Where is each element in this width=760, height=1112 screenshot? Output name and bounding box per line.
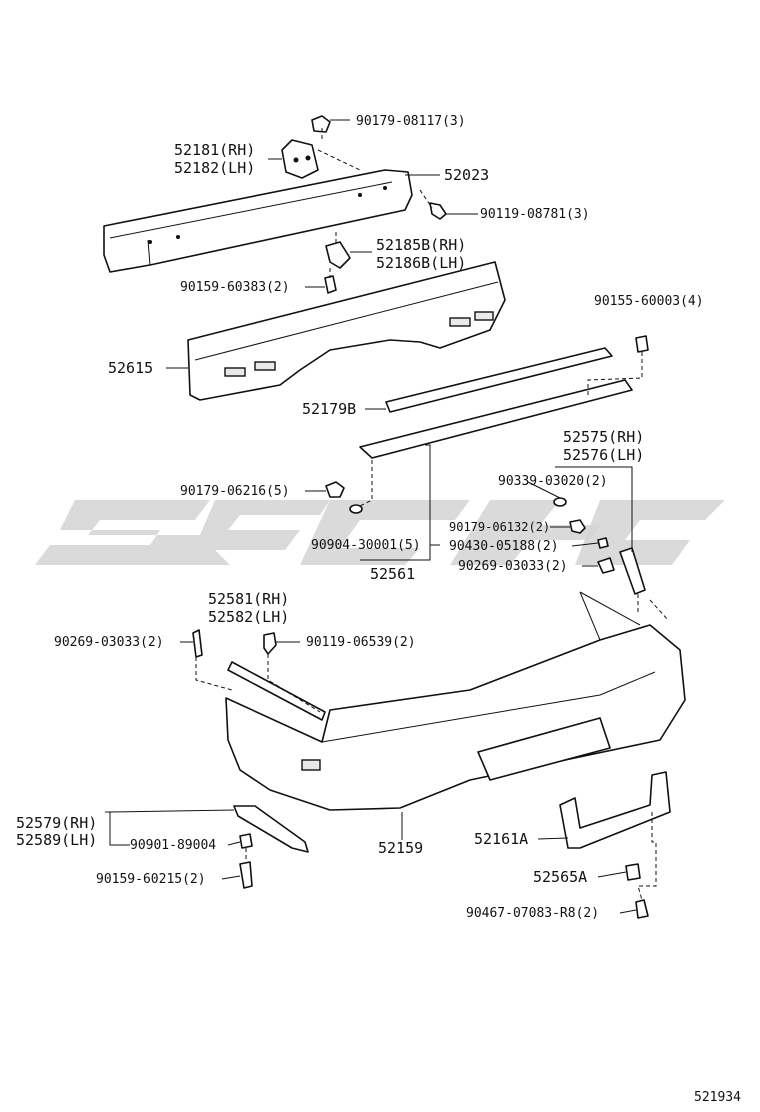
spacer-90904-30001 — [349, 504, 363, 514]
screw-90467-07083 — [635, 899, 649, 919]
reinforcement-52023 — [103, 169, 413, 273]
label-90119-08781: 90119-08781(3) — [480, 207, 590, 222]
label-52615: 52615 — [108, 359, 153, 377]
clip-90155-60003 — [635, 335, 649, 353]
label-52589: 52589(LH) — [16, 831, 97, 849]
bolt-90119-06539 — [263, 632, 277, 655]
retainer-52561 — [359, 379, 633, 459]
label-52565a: 52565A — [533, 868, 587, 886]
label-52581: 52581(RH) — [208, 590, 289, 608]
nut-90179-06216 — [325, 481, 345, 498]
label-52582: 52582(LH) — [208, 608, 289, 626]
extension-52161a — [559, 771, 671, 849]
label-52186b: 52186B(LH) — [376, 254, 466, 272]
label-90269-03033-right: 90269-03033(2) — [458, 559, 568, 574]
clip-90901-89004 — [239, 833, 253, 849]
label-52185b: 52185B(RH) — [376, 236, 466, 254]
bracket-52575 — [619, 547, 646, 595]
label-90430-05188: 90430-05188(2) — [449, 539, 559, 554]
label-90904-30001: 90904-30001(5) — [311, 538, 421, 553]
label-52182: 52182(LH) — [174, 159, 255, 177]
label-90155-60003: 90155-60003(4) — [594, 294, 704, 309]
label-90179-06132: 90179-06132(2) — [449, 520, 550, 534]
label-52561: 52561 — [370, 565, 415, 583]
label-52161a: 52161A — [474, 830, 528, 848]
label-52579: 52579(RH) — [16, 814, 97, 832]
label-90119-06539: 90119-06539(2) — [306, 635, 416, 650]
label-52159: 52159 — [378, 839, 423, 857]
bolt-90119-08781 — [429, 202, 447, 220]
bumper-cover-52159 — [225, 591, 686, 811]
label-90467-07083: 90467-07083-R8(2) — [466, 906, 599, 921]
labels: 90179-08117(3) 52181(RH) 52182(LH) 52023… — [16, 114, 741, 1105]
label-52576: 52576(LH) — [563, 446, 644, 464]
grommet-90339-03020 — [553, 497, 567, 507]
screw-90430-05188 — [597, 537, 609, 549]
label-90179-06216: 90179-06216(5) — [180, 484, 290, 499]
label-52181: 52181(RH) — [174, 141, 255, 159]
label-90159-60383: 90159-60383(2) — [180, 280, 290, 295]
retainer-52179b — [385, 347, 613, 413]
label-52575: 52575(RH) — [563, 428, 644, 446]
clip-90269-03033-left — [192, 629, 203, 658]
absorber-52615 — [187, 261, 506, 401]
label-90159-60215: 90159-60215(2) — [96, 872, 206, 887]
label-90339-03020: 90339-03020(2) — [498, 474, 608, 489]
bracket-52181 — [281, 139, 319, 179]
label-52179b: 52179B — [302, 400, 356, 418]
bracket-52185b — [325, 241, 351, 269]
bracket-52581 — [227, 661, 326, 721]
clip-90159-60383 — [324, 275, 337, 294]
label-90901-89004: 90901-89004 — [130, 838, 216, 853]
bolt-90179-08117 — [311, 115, 331, 133]
diagram-code: 521934 — [694, 1090, 741, 1105]
bracket-52579 — [233, 805, 309, 853]
watermark-logo — [35, 500, 725, 565]
clip-90269-03033-right — [597, 557, 615, 574]
nut-90179-06132 — [569, 519, 586, 534]
label-90269-03033-left: 90269-03033(2) — [54, 635, 164, 650]
leader-lines — [105, 119, 669, 914]
label-52023: 52023 — [444, 166, 489, 184]
screw-90159-60215 — [239, 861, 253, 889]
retainer-52565a — [625, 863, 641, 881]
label-90179-08117: 90179-08117(3) — [356, 114, 466, 129]
